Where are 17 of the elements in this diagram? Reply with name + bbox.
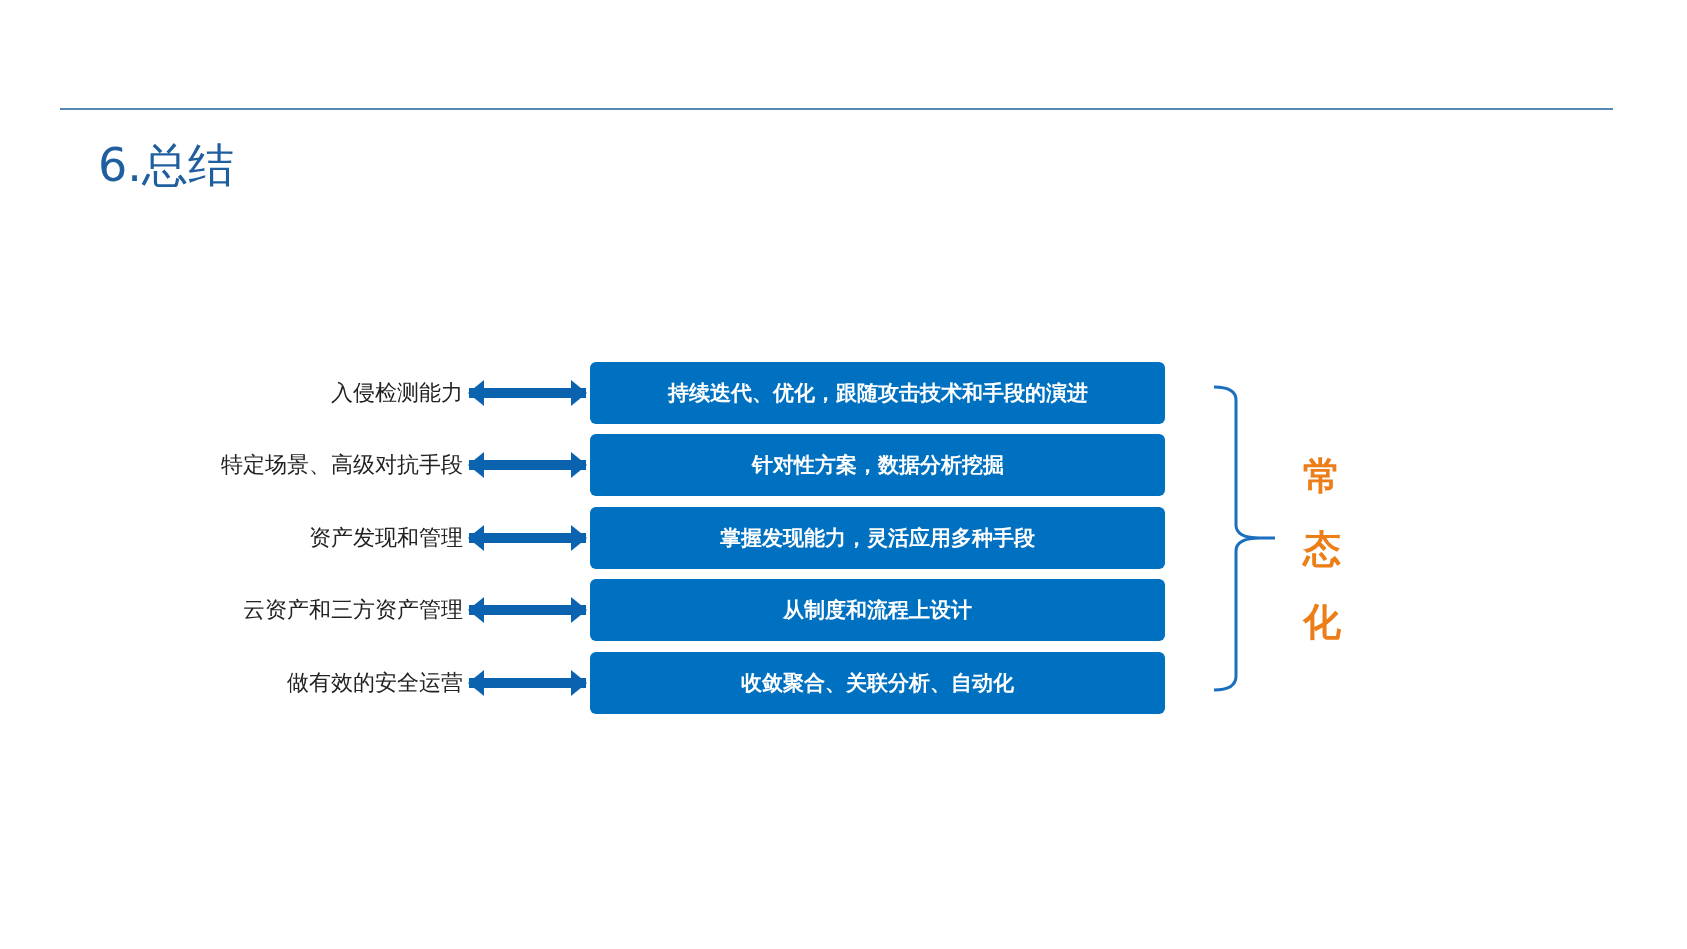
process-box: 从制度和流程上设计 (590, 579, 1165, 641)
slide-title: 6.总结 (98, 137, 234, 194)
process-box: 收敛聚合、关联分析、自动化 (590, 652, 1165, 714)
vertical-label: 常态化 (1302, 453, 1342, 646)
row-label: 资产发现和管理 (309, 523, 463, 553)
double-arrow (468, 597, 587, 623)
process-box: 持续迭代、优化，跟随攻击技术和手段的演进 (590, 362, 1165, 424)
row-label: 云资产和三方资产管理 (243, 595, 463, 625)
double-arrow (468, 380, 587, 406)
process-box: 针对性方案，数据分析挖掘 (590, 434, 1165, 496)
row-label: 做有效的安全运营 (287, 668, 463, 698)
double-arrow (468, 670, 587, 696)
double-arrow (468, 525, 587, 551)
row-label: 入侵检测能力 (331, 378, 463, 408)
double-arrow (468, 452, 587, 478)
row-label: 特定场景、高级对抗手段 (221, 450, 463, 480)
process-box: 掌握发现能力，灵活应用多种手段 (590, 507, 1165, 569)
